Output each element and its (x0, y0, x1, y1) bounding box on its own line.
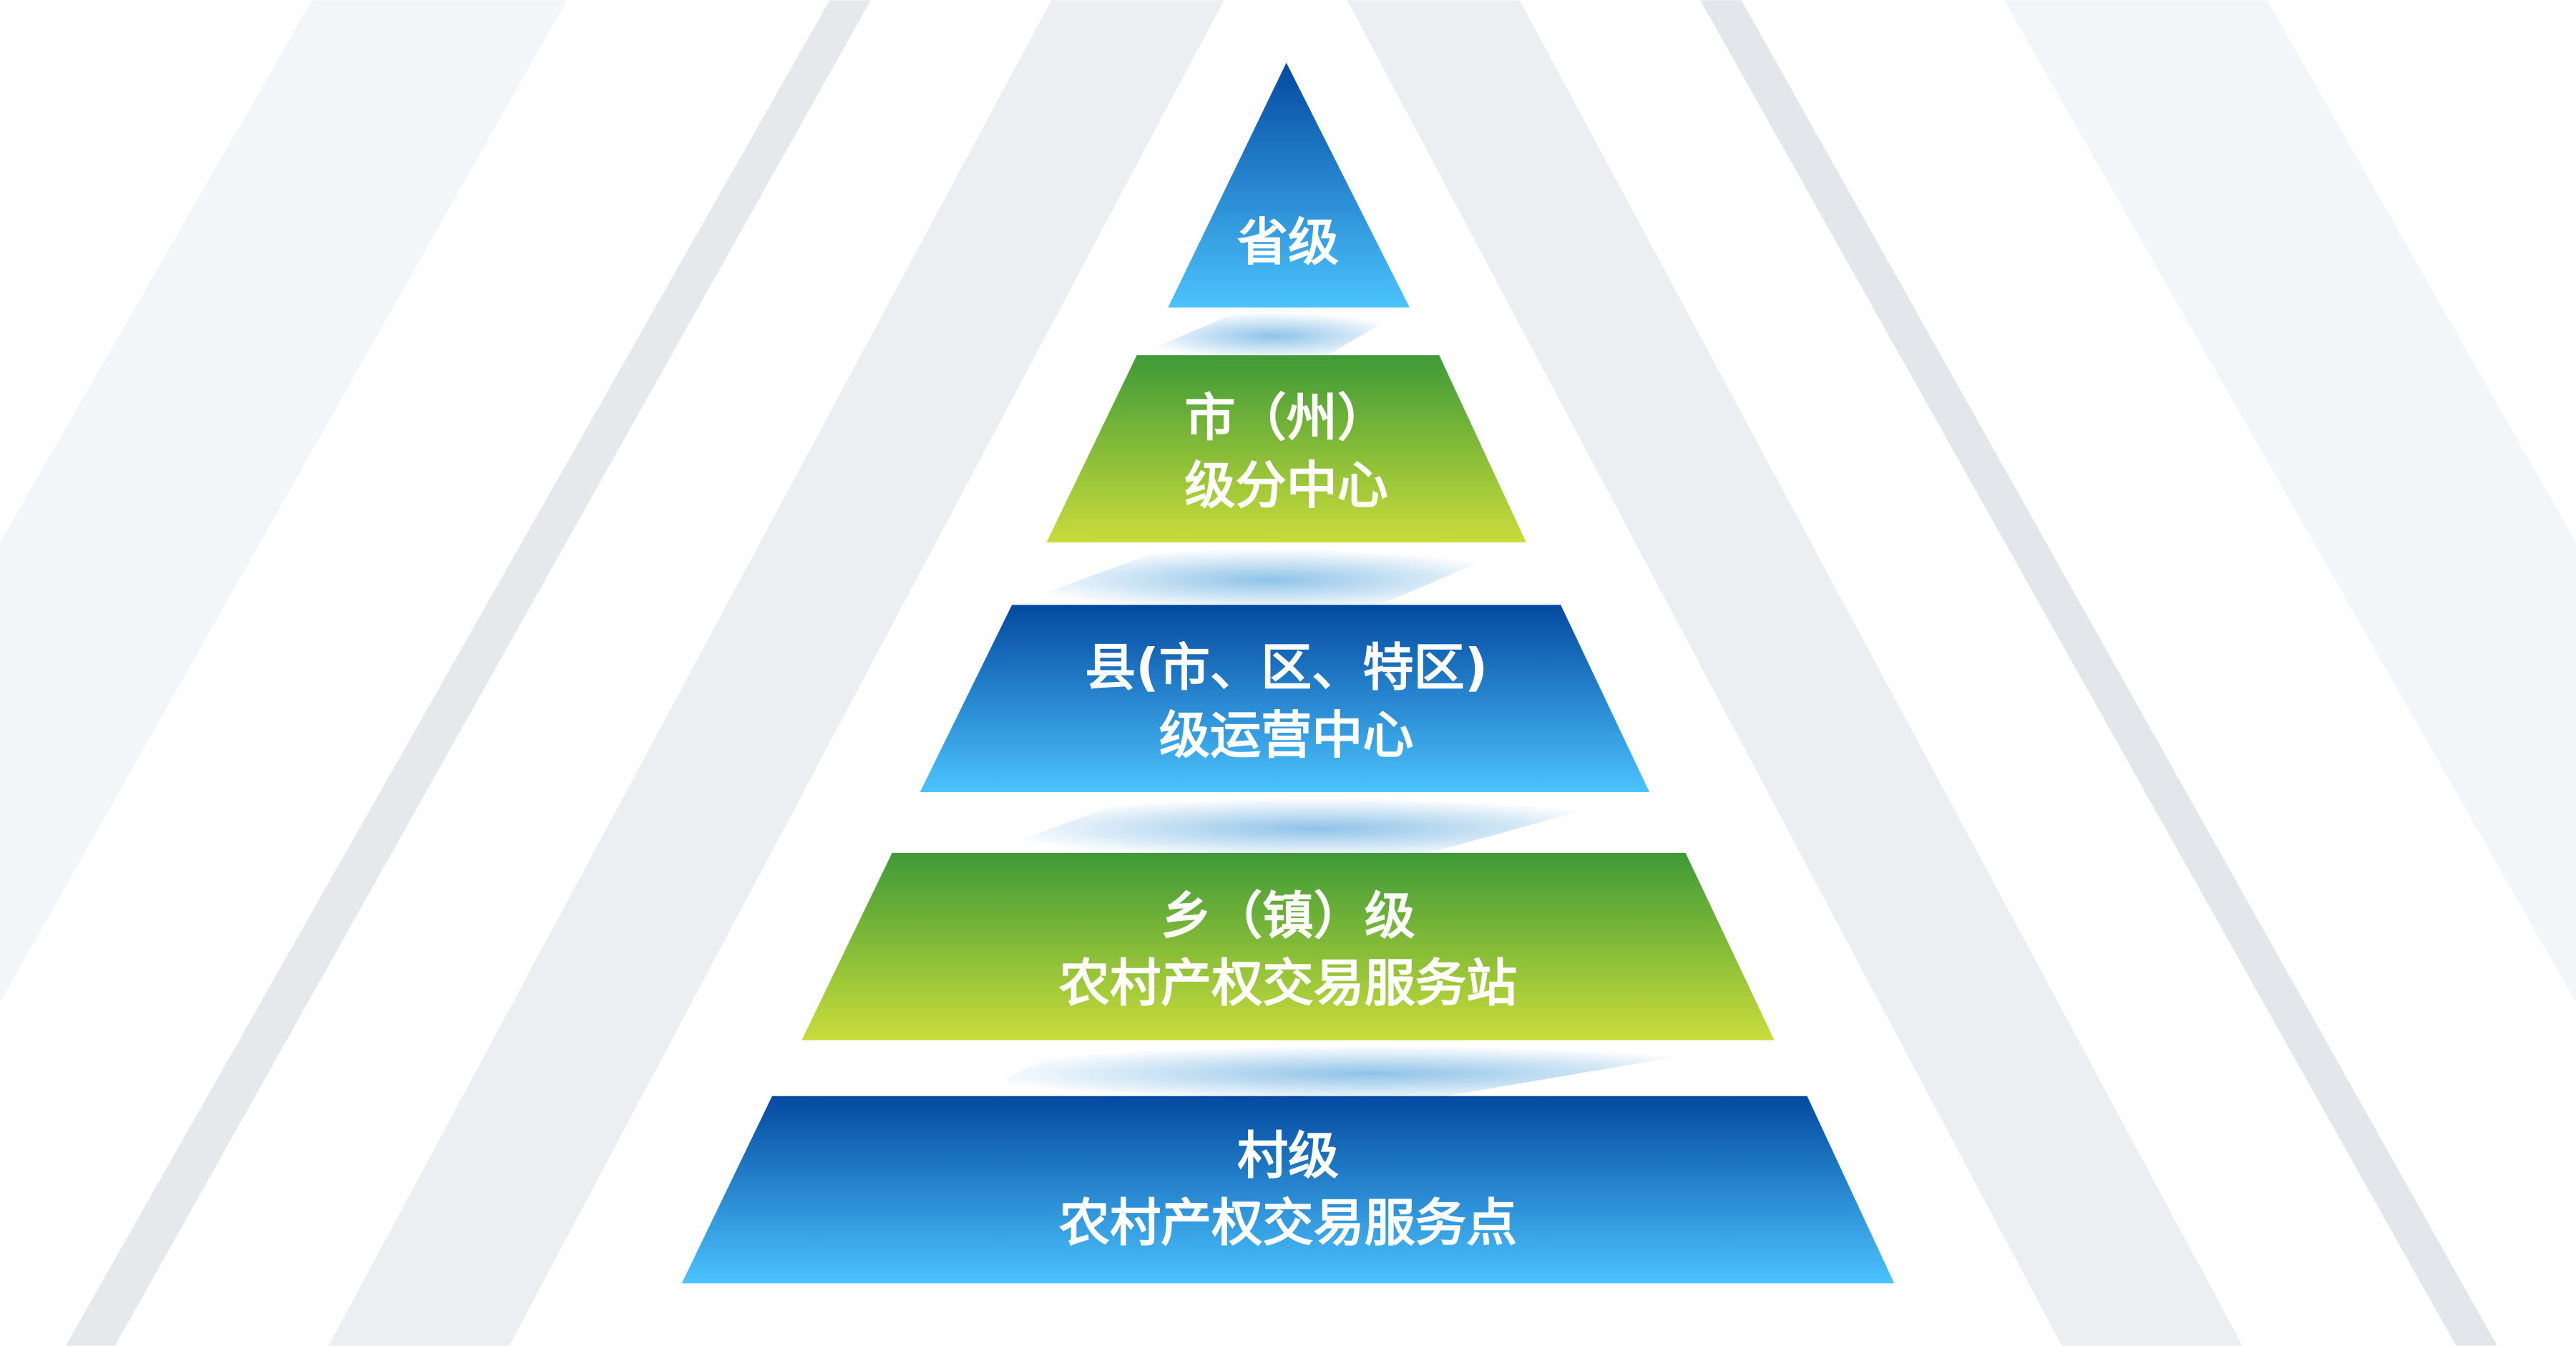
tier-shape (1168, 62, 1410, 308)
tier-label: 级运营中心 (1159, 706, 1414, 765)
tier-provincial: 省级 (1168, 62, 1410, 308)
tier-label: 农村产权交易服务点 (1059, 1194, 1517, 1253)
tier-label: 农村产权交易服务站 (1059, 954, 1517, 1013)
tier-label: 乡（镇）级 (1161, 886, 1415, 945)
tier-label: 村级 (1237, 1126, 1339, 1186)
tier-label: 省级 (1237, 213, 1339, 272)
tier-label: 市（州） (1184, 389, 1388, 448)
tier-label: 县(市、区、特区) (1085, 638, 1488, 698)
tier-shape (919, 605, 1650, 792)
connectors (969, 307, 1775, 1096)
tier-township: 乡（镇）级 农村产权交易服务站 (801, 852, 1775, 1040)
tier-county: 县(市、区、特区) 级运营中心 (919, 605, 1650, 792)
tier-city: 市（州） 级分中心 (1046, 355, 1526, 542)
tier-village: 村级 农村产权交易服务点 (681, 1096, 1895, 1284)
tier-shape (1046, 355, 1526, 542)
tier-shape (681, 1096, 1895, 1284)
tier-shape (801, 852, 1775, 1040)
tier-label: 级分中心 (1184, 456, 1388, 515)
